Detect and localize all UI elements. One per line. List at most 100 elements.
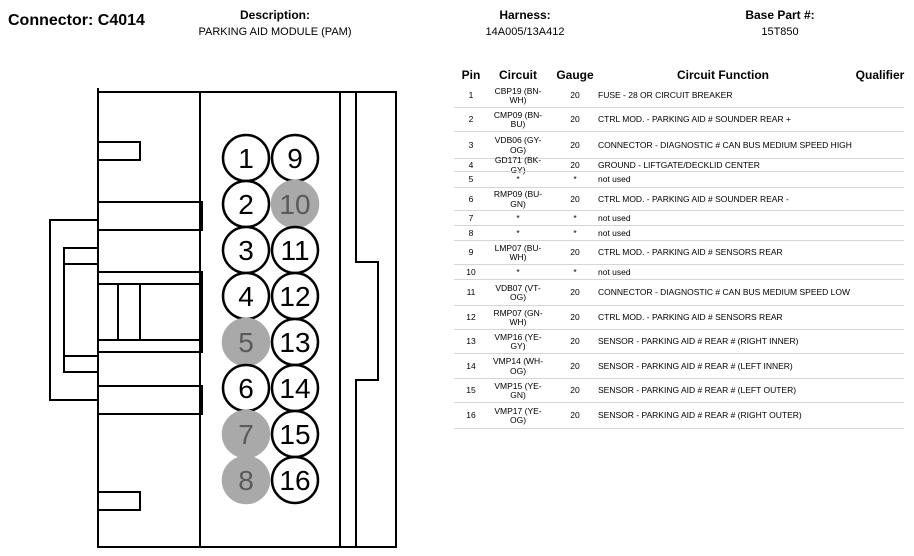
function-cell: CONNECTOR - DIAGNOSTIC # CAN BUS MEDIUM … xyxy=(598,287,851,298)
pin-cell: 16 xyxy=(466,410,476,421)
pin-cell: 14 xyxy=(466,360,476,371)
function-cell: not used xyxy=(598,212,631,223)
circuit-cell: * xyxy=(516,227,520,238)
pin-cavity-used xyxy=(270,455,320,505)
harness-value: 14A005/13A412 xyxy=(485,26,565,38)
pin-number: 10 xyxy=(279,189,310,220)
base-part-value: 15T850 xyxy=(761,26,799,38)
function-cell: not used xyxy=(598,266,631,277)
col-header-gauge: Gauge xyxy=(556,68,594,82)
gauge-cell: * xyxy=(573,212,577,223)
gauge-cell: 20 xyxy=(570,114,580,125)
function-cell: SENSOR - PARKING AID # REAR # (RIGHT INN… xyxy=(598,336,799,347)
housing-shell-left xyxy=(97,88,200,548)
pin-cavity: 7 xyxy=(221,409,271,459)
gauge-cell: 20 xyxy=(570,385,580,396)
pin-cell: 5 xyxy=(468,174,474,185)
pin-cavity: 16 xyxy=(270,455,320,505)
qualifier-cell xyxy=(860,403,904,429)
circuit-cell: VMP17 (YE-OG) xyxy=(494,405,542,425)
pin-number: 12 xyxy=(279,281,310,312)
pin-number: 13 xyxy=(279,327,310,358)
connector-housing xyxy=(49,88,397,548)
qualifier-cell xyxy=(860,241,904,265)
row-divider xyxy=(454,279,904,280)
pin-cavity: 4 xyxy=(221,271,271,321)
pin-cell: 13 xyxy=(466,336,476,347)
function-cell: not used xyxy=(598,227,631,238)
table-row: 10**not used xyxy=(454,265,904,280)
pin-cell: 15 xyxy=(466,385,476,396)
pin-number: 3 xyxy=(238,235,254,266)
function-cell: CONNECTOR - DIAGNOSTIC # CAN BUS MEDIUM … xyxy=(598,139,852,150)
pin-cell: 2 xyxy=(468,114,474,125)
qualifier-cell xyxy=(860,265,904,280)
pin-cavity: 6 xyxy=(221,363,271,413)
table-row: 8 * * not used xyxy=(454,226,904,241)
col-header-circuit: Circuit xyxy=(498,68,537,82)
qualifier-cell xyxy=(860,306,904,330)
pin-cell: 11 xyxy=(466,287,476,298)
pin-cell: 7 xyxy=(468,212,474,223)
pin-cavity: 8 xyxy=(221,455,271,505)
circuit-cell: GD171 (BK-GY) xyxy=(494,155,542,175)
row-divider xyxy=(454,158,904,159)
row-divider xyxy=(454,402,904,403)
gauge-cell: 20 xyxy=(570,247,580,258)
row-divider xyxy=(454,428,904,429)
gauge-cell: 20 xyxy=(570,193,580,204)
housing-extrusion xyxy=(49,219,98,401)
pin-number: 1 xyxy=(238,143,254,174)
row-divider xyxy=(454,305,904,306)
description-value: PARKING AID MODULE (PAM) xyxy=(198,26,352,38)
gauge-cell: 20 xyxy=(570,312,580,323)
row-divider xyxy=(454,225,904,226)
qualifier-cell xyxy=(860,132,904,159)
qualifier-cell xyxy=(860,211,904,226)
qualifier-cell xyxy=(860,108,904,132)
row-divider xyxy=(454,171,904,172)
circuit-cell: CMP09 (BN-BU) xyxy=(493,109,543,129)
gauge-cell: 20 xyxy=(570,159,580,170)
pin-cell: 3 xyxy=(468,139,474,150)
table-row: 5**not used xyxy=(454,172,904,188)
qualifier-cell xyxy=(860,330,904,354)
row-divider xyxy=(454,131,904,132)
pin-number: 7 xyxy=(238,419,254,450)
qualifier-cell xyxy=(860,354,904,379)
pin-cell: 10 xyxy=(466,266,476,277)
pin-number: 16 xyxy=(279,465,310,496)
function-cell: not used xyxy=(598,174,631,185)
function-cell: FUSE - 28 OR CIRCUIT BREAKER xyxy=(598,90,733,101)
circuit-cell: VDB06 (GY-OG) xyxy=(494,135,542,155)
housing-body xyxy=(199,91,397,548)
circuit-cell: LMP07 (BU-WH) xyxy=(494,242,542,262)
pin-number: 8 xyxy=(238,465,254,496)
col-header-pin: Pin xyxy=(461,68,481,82)
pin-cavity: 2 xyxy=(221,179,271,229)
qualifier-cell xyxy=(860,280,904,306)
gauge-cell: 20 xyxy=(570,336,580,347)
pin-cell: 9 xyxy=(468,247,474,258)
pin-cavity: 14 xyxy=(270,363,320,413)
circuit-cell: * xyxy=(516,266,520,277)
gauge-cell: * xyxy=(573,227,577,238)
circuit-cell: RMP07 (GN-WH) xyxy=(493,307,543,327)
pin-cavity: 1 xyxy=(221,133,271,183)
pin-cell: 8 xyxy=(468,227,474,238)
row-divider xyxy=(454,329,904,330)
pin-number: 14 xyxy=(279,373,310,404)
table-row: 7**not used xyxy=(454,211,904,226)
description-label: Description: xyxy=(239,8,310,22)
pin-cell: 1 xyxy=(468,90,474,101)
col-header-function: Circuit Function xyxy=(677,68,769,82)
qualifier-cell xyxy=(860,172,904,188)
function-cell: GROUND - LIFTGATE/DECKLID CENTER xyxy=(598,159,760,170)
